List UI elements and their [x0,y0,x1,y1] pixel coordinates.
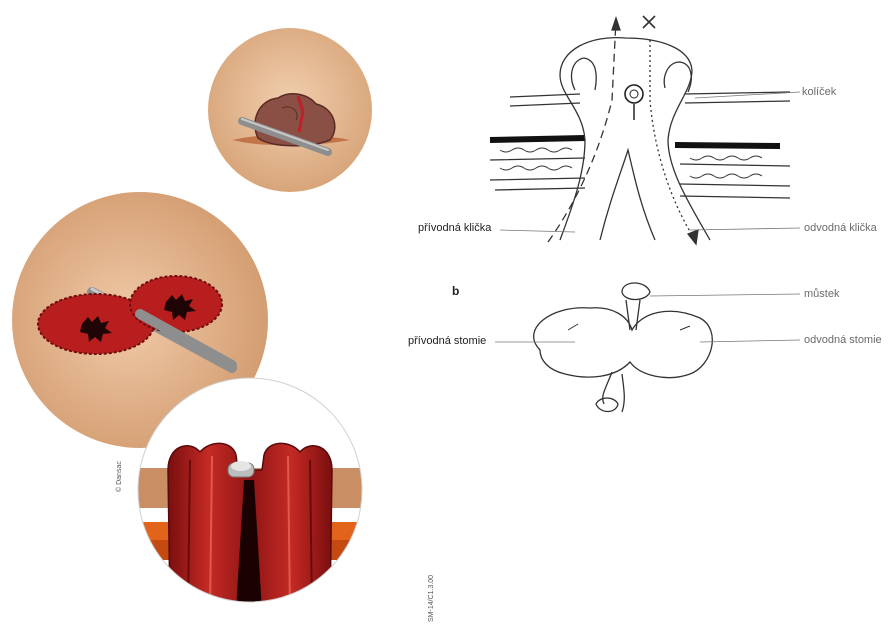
label-kolicek: kolíček [802,86,836,98]
diagram-a-cross-section [490,16,800,244]
circle-view-top [208,28,372,192]
label-privodna-klicka: přívodná klička [418,222,491,234]
label-mustek: můstek [804,288,839,300]
label-panel-b: b [452,284,459,298]
label-odvodna-stomie: odvodná stomie [804,334,882,346]
reference-code: SM-14/C1.3.00 [428,575,435,622]
label-privodna-stomie: přívodná stomie [408,335,486,347]
diagram-b-stoma-view [495,283,800,412]
label-odvodna-klicka: odvodná klička [804,222,877,234]
credit-text: © Dansac [116,461,123,492]
